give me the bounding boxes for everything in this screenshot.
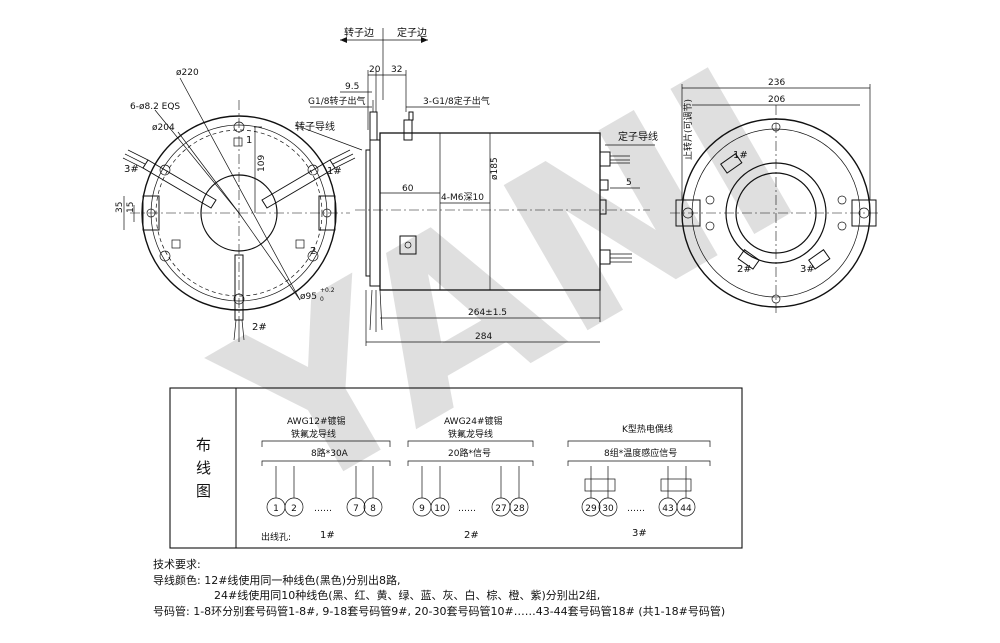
dim-60: 60 bbox=[402, 184, 414, 194]
rotor-air-label: G1/8转子出气 bbox=[308, 95, 365, 107]
right-view: 236 206 止转片(可调节) 1# 2# 3# bbox=[670, 78, 880, 315]
dim-9-5: 9.5 bbox=[345, 82, 359, 92]
group2-spec: 20路*信号 bbox=[448, 447, 491, 459]
g2-n4: 28 bbox=[513, 504, 525, 514]
g3-n1: 29 bbox=[585, 504, 597, 514]
stop-plate-label: 止转片(可调节) bbox=[682, 99, 694, 160]
notes-line3: 号码管: 1-8环分别套号码管1-8#, 9-18套号码管9#, 20-30套号… bbox=[153, 604, 726, 618]
dim-20: 20 bbox=[369, 65, 381, 75]
dim-204: ø204 bbox=[152, 123, 175, 133]
g3-n3: 43 bbox=[662, 504, 673, 514]
left-port-3: 3# bbox=[124, 164, 139, 175]
rotor-lead-label: 转子导线 bbox=[295, 120, 335, 133]
dim-264: 264±1.5 bbox=[468, 308, 507, 318]
dim-m6: 4-M6深10 bbox=[441, 192, 484, 203]
g1-n3: 7 bbox=[353, 504, 359, 514]
notes-line2: 24#线使用同10种线色(黑、红、黄、绿、蓝、灰、白、棕、橙、紫)分别出2组, bbox=[214, 589, 601, 602]
wiring-title-1: 布 bbox=[196, 436, 211, 454]
g3-n4: 44 bbox=[680, 504, 692, 514]
group1-spec: 8路*30A bbox=[311, 447, 349, 459]
wiring-diagram: 布 线 图 AWG12#镀锡 铁氟龙导线 8路*30A 1 2 7 8 …… 出… bbox=[169, 387, 743, 549]
dim-284: 284 bbox=[475, 332, 492, 342]
left-cable-2 bbox=[233, 254, 245, 342]
left-hole-2: 2 bbox=[310, 246, 316, 257]
notes-title: 技术要求: bbox=[153, 558, 201, 571]
dim-95-tol-zero: 0 bbox=[320, 296, 324, 303]
dim-236: 236 bbox=[768, 78, 785, 88]
left-cable-3 bbox=[122, 149, 217, 209]
group2-wire2: 铁氟龙导线 bbox=[448, 428, 493, 440]
g1-n4: 8 bbox=[370, 504, 376, 514]
outlet-label: 出线孔: bbox=[261, 531, 291, 543]
watermark: YANI bbox=[181, 18, 837, 551]
g2-n3: 27 bbox=[495, 504, 506, 514]
left-hole-1: 1 bbox=[246, 135, 252, 146]
group3-wire: K型热电偶线 bbox=[622, 423, 673, 435]
g1-n2: 2 bbox=[291, 504, 297, 514]
notes-line1: 导线颜色: 12#线使用同一种线色(黑色)分别出8路, bbox=[153, 573, 401, 587]
group1-wire: AWG12#镀锡 bbox=[287, 415, 346, 427]
dim-220: ø220 bbox=[176, 68, 199, 78]
dim-15: 15 bbox=[126, 202, 136, 213]
dim-35: 35 bbox=[115, 202, 125, 213]
left-cable-1 bbox=[261, 149, 356, 209]
group1-port: 1# bbox=[320, 530, 335, 541]
side-view: 转子边 定子边 20 32 9.5 G1/8转子出气 3-G1/8定子出气 bbox=[294, 26, 658, 346]
right-port-1: 1# bbox=[733, 150, 748, 161]
stator-air-label: 3-G1/8定子出气 bbox=[423, 95, 490, 107]
dim-95-tol-plus: +0.2 bbox=[320, 287, 335, 294]
group2-port: 2# bbox=[464, 530, 479, 541]
g3-n2: 30 bbox=[602, 504, 614, 514]
group2-wire: AWG24#镀锡 bbox=[444, 415, 503, 427]
stator-lead-label: 定子导线 bbox=[618, 130, 658, 143]
dim-holes: 6-ø8.2 EQS bbox=[130, 102, 180, 112]
watermark-text: YANI bbox=[181, 18, 837, 551]
group3-port: 3# bbox=[632, 528, 647, 539]
wiring-title-3: 图 bbox=[196, 482, 211, 500]
g2-dots: …… bbox=[458, 504, 476, 514]
dim-95: ø95 bbox=[300, 292, 317, 302]
left-port-2: 2# bbox=[252, 322, 267, 333]
g2-n1: 9 bbox=[419, 504, 425, 514]
g3-dots: …… bbox=[627, 504, 645, 514]
group1-wire2: 铁氟龙导线 bbox=[291, 428, 336, 440]
left-port-1: 1# bbox=[327, 166, 342, 177]
left-view: ø220 6-ø8.2 EQS ø204 109 35 15 ø95 +0.2 … bbox=[115, 68, 356, 342]
right-port-3: 3# bbox=[800, 264, 815, 275]
g1-dots: …… bbox=[314, 504, 332, 514]
rotor-side-label: 转子边 bbox=[344, 26, 374, 39]
right-port-2: 2# bbox=[737, 264, 752, 275]
wiring-title-2: 线 bbox=[196, 459, 211, 477]
technical-notes: 技术要求: 导线颜色: 12#线使用同一种线色(黑色)分别出8路, 24#线使用… bbox=[153, 557, 973, 619]
dim-185: ø185 bbox=[490, 157, 500, 180]
dim-32: 32 bbox=[391, 65, 402, 75]
group3-spec: 8组*温度感应信号 bbox=[604, 447, 677, 459]
dim-206: 206 bbox=[768, 95, 785, 105]
dim-5: 5 bbox=[626, 178, 632, 188]
stator-side-label: 定子边 bbox=[397, 26, 427, 39]
g2-n2: 10 bbox=[434, 504, 446, 514]
dim-109: 109 bbox=[257, 155, 267, 172]
g1-n1: 1 bbox=[273, 504, 279, 514]
